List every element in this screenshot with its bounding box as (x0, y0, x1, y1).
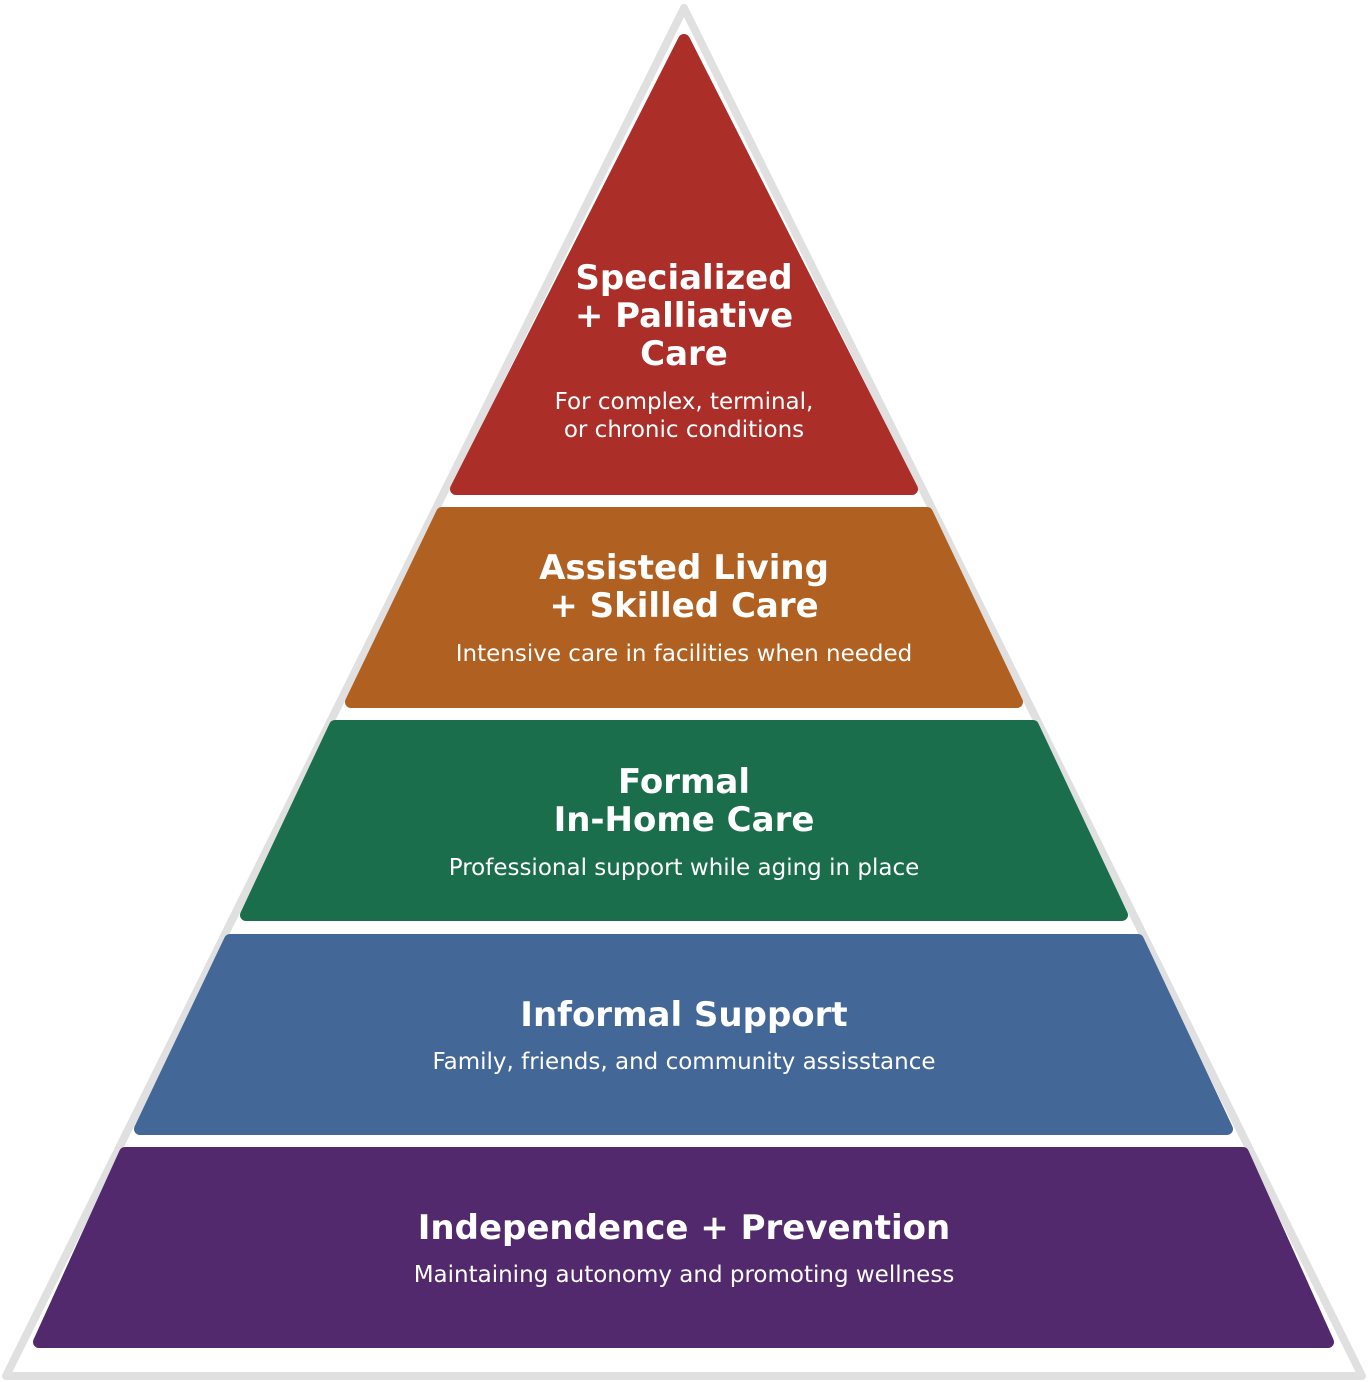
layer-title-line: Assisted Living (539, 548, 829, 588)
layer-title-line: In-Home Care (554, 800, 815, 840)
pyramid-outline (2, 4, 1366, 1380)
layer-subtitle-line: Professional support while aging in plac… (449, 855, 920, 881)
layer-shape (240, 720, 1128, 921)
layer-title-line: Care (640, 334, 728, 374)
layer-informal-support: Informal Support Family, friends, and co… (134, 934, 1233, 1135)
layer-title-line: + Skilled Care (549, 586, 818, 626)
layer-title-line: Independence + Prevention (418, 1208, 950, 1248)
layer-formal-in-home-care: Formal In-Home Care Professional support… (240, 720, 1128, 921)
layer-specialized-palliative: Specialized + Palliative Care For comple… (450, 34, 918, 495)
layer-shape (450, 34, 918, 495)
layer-shape (33, 1147, 1334, 1348)
layer-subtitle-line: Maintaining autonomy and promoting welln… (414, 1262, 955, 1288)
layer-independence-prevention: Independence + Prevention Maintaining au… (33, 1147, 1334, 1348)
layer-title-line: + Palliative (575, 296, 793, 336)
layer-subtitle-line: Intensive care in facilities when needed (456, 641, 913, 667)
layer-shape (345, 507, 1023, 708)
layer-assisted-living: Assisted Living + Skilled Care Intensive… (345, 507, 1023, 708)
layer-title-line: Formal (618, 762, 750, 802)
layer-title-line: Informal Support (520, 995, 847, 1035)
layer-subtitle-line: Family, friends, and community assisstan… (432, 1049, 935, 1075)
layer-subtitle-line: For complex, terminal, (555, 389, 814, 415)
layer-shape (134, 934, 1233, 1135)
layer-title-line: Specialized (575, 258, 792, 298)
layer-subtitle-line: or chronic conditions (564, 417, 804, 443)
